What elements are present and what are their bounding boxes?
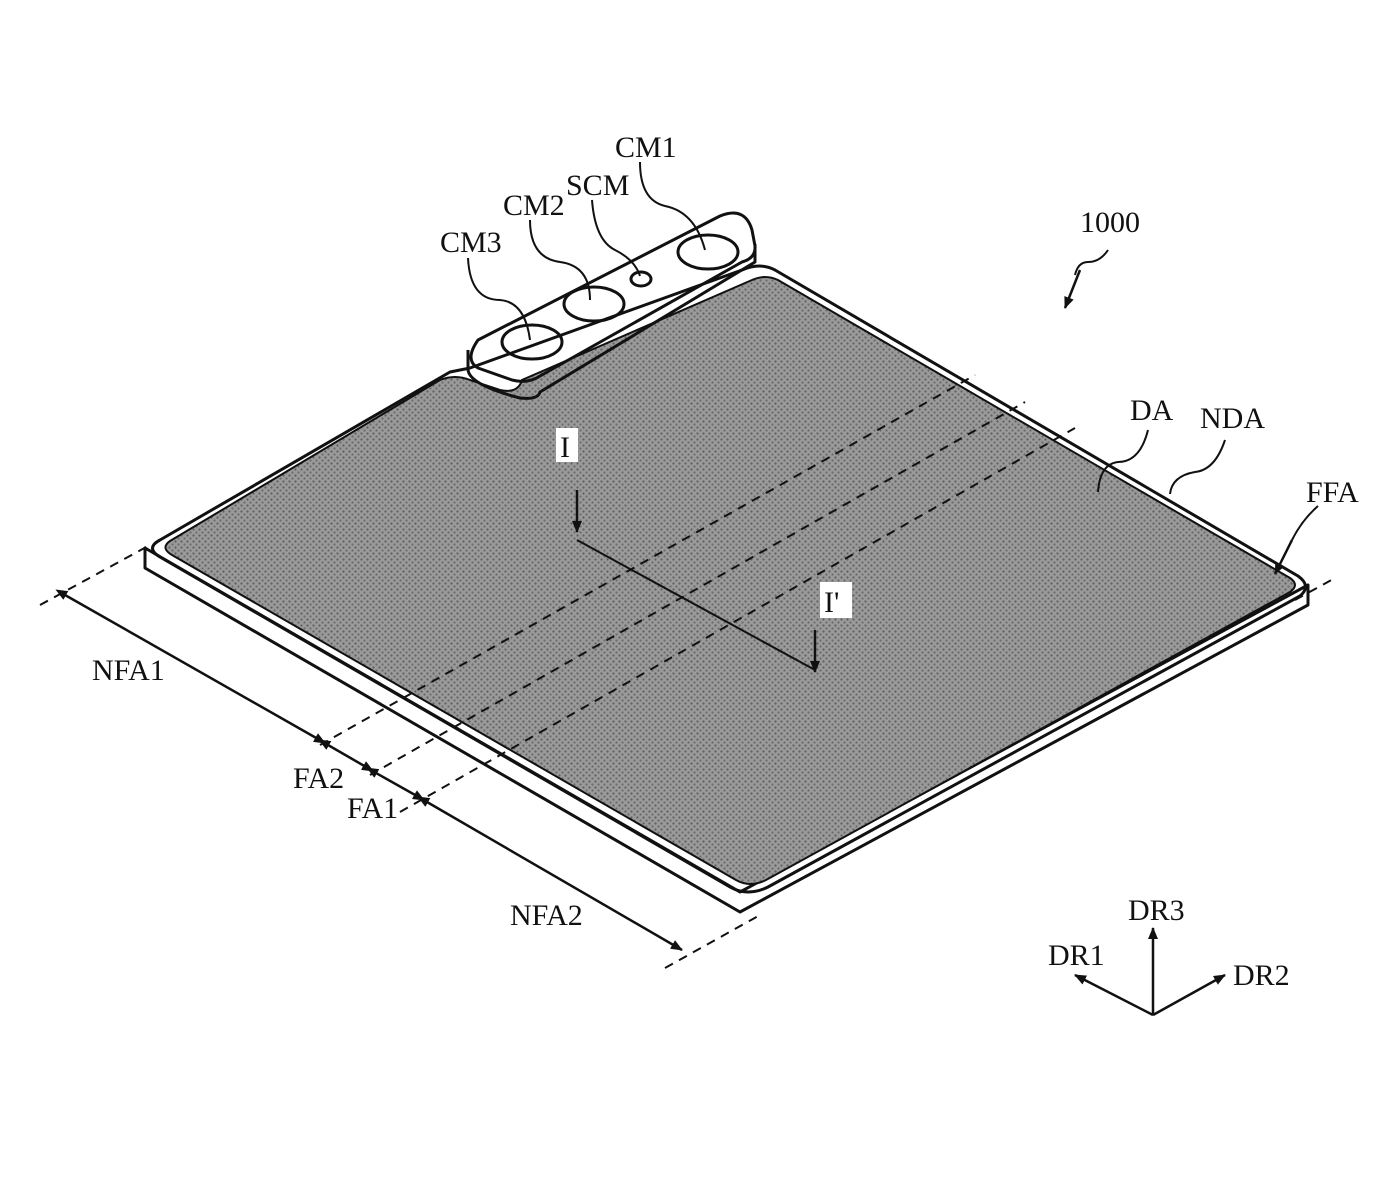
label-cm1: CM1 xyxy=(615,131,677,164)
label-ffa: FFA xyxy=(1306,476,1359,509)
label-i-bg xyxy=(556,428,578,462)
leader-1000 xyxy=(1074,249,1109,276)
label-dr3: DR3 xyxy=(1128,894,1185,927)
label-fa1: FA1 xyxy=(347,792,398,825)
label-nda: NDA xyxy=(1200,402,1265,435)
arrow-ffa xyxy=(1273,539,1294,575)
fa2-arrow xyxy=(318,739,374,773)
label-dr1: DR1 xyxy=(1048,939,1105,972)
fa1-arrow xyxy=(366,767,425,802)
camera-cm1-lens xyxy=(676,233,740,271)
camera-cm3-lens xyxy=(500,323,564,361)
axis-dr2 xyxy=(1152,973,1226,1017)
display-area xyxy=(164,276,1296,885)
axis-indicator xyxy=(1074,927,1226,1017)
camera-module-side xyxy=(466,244,757,400)
label-da: DA xyxy=(1130,394,1174,427)
boundary-dash-right xyxy=(1294,577,1336,601)
leader-cm2 xyxy=(529,219,591,301)
label-section-i: I xyxy=(560,431,570,464)
fold-line-2 xyxy=(369,401,1026,776)
arrow-1000 xyxy=(1063,269,1082,309)
labels: CM1 SCM CM2 CM3 1000 DA NDA FFA I I' NFA… xyxy=(92,131,1359,992)
leader-ffa xyxy=(1291,505,1319,541)
label-nfa1: NFA1 xyxy=(92,654,165,687)
folding-lines xyxy=(39,374,1336,969)
camera-cm2-lens xyxy=(562,285,626,323)
label-nfa2: NFA2 xyxy=(510,899,583,932)
axis-dr1 xyxy=(1074,973,1154,1017)
label-section-i-prime: I' xyxy=(824,586,839,619)
label-fa2: FA2 xyxy=(293,762,344,795)
leader-nda xyxy=(1169,439,1226,495)
camera-module-top xyxy=(469,211,757,383)
section-cut xyxy=(576,539,816,671)
label-reference-1000: 1000 xyxy=(1080,206,1140,239)
fold-line-1 xyxy=(319,374,976,746)
fold-line-3 xyxy=(399,427,1076,813)
label-i-prime-bg xyxy=(820,582,852,618)
camera-scm-lens xyxy=(629,270,653,288)
camera-module xyxy=(466,211,757,400)
label-cm3: CM3 xyxy=(440,226,502,259)
nfa1-arrow xyxy=(55,589,326,745)
label-dr2: DR2 xyxy=(1233,959,1290,992)
nfa2-arrow xyxy=(417,796,683,952)
leader-cm3 xyxy=(467,257,531,341)
section-line xyxy=(572,490,820,673)
dimension-arrows xyxy=(55,589,683,952)
device-top-face xyxy=(151,264,1307,894)
device-body xyxy=(143,264,1310,914)
label-cm2: CM2 xyxy=(503,189,565,222)
leader-scm xyxy=(591,199,641,277)
label-scm: SCM xyxy=(566,169,629,202)
boundary-dash-left xyxy=(39,544,151,606)
boundary-dash-bottom xyxy=(664,914,761,969)
leader-da xyxy=(1097,429,1149,493)
leader-lines xyxy=(467,161,1319,575)
leader-cm1 xyxy=(639,161,706,251)
